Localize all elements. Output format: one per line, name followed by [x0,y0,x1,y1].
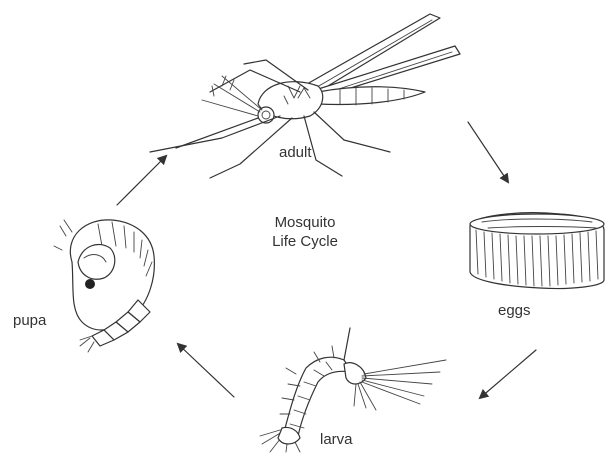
stage-label-eggs: eggs [498,302,531,319]
stage-label-larva: larva [320,431,353,448]
arrow-larva-to-pupa [178,344,234,397]
arrow-eggs-to-larva [480,350,536,398]
stage-label-pupa: pupa [13,312,46,329]
stage-label-adult: adult [279,144,312,161]
diagram-title-line1: Mosquito [240,213,370,232]
arrow-adult-to-eggs [468,122,508,182]
arrow-pupa-to-adult [117,156,166,205]
diagram-title: Mosquito Life Cycle [240,213,370,251]
eggs-raft-illustration [470,213,604,289]
diagram-title-line2: Life Cycle [240,232,370,251]
larva-illustration [260,328,446,452]
pupa-illustration [54,220,154,352]
